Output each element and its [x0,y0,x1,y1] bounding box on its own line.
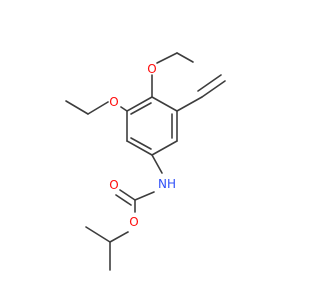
bond-ethyl-top [176,52,194,63]
bond-carbonyl-double-a [119,189,136,201]
ring-bond-c1-c2 [151,96,178,112]
bond-c4-n [151,154,163,174]
bond-n-carbonyl [134,191,155,201]
atom-o-ethoxy-left: O [109,95,118,109]
atom-o-ester: O [129,215,138,229]
bond-carbonyl-double-b [115,194,132,206]
bonds [65,52,226,271]
bond-vinyl-double-b [197,74,222,92]
ring-bond-c6-c1 [126,96,153,112]
ring-bond-c4-c5 [126,140,153,156]
ring-bond-c4-c5-inner [130,137,152,150]
atom-nh: NH [158,177,176,191]
bond-c2-vinyl [176,96,203,112]
molecule-structure-diagram: O O NH O O [65,52,226,271]
bond-o-left-ch2 [87,101,109,115]
atom-o-ethoxy-top: O [147,62,156,76]
bond-ethyl-left [65,100,89,115]
atom-o-carbonyl: O [109,178,118,192]
bond-isopropyl-up [85,226,111,243]
bond-o-top-ch2 [156,52,178,64]
bond-o-ester-ch [109,231,129,243]
ring-bond-c3-c4 [151,140,178,156]
ring-bond-c6-c1-inner [130,102,152,115]
bond-vinyl-double-a [201,80,226,98]
atom-labels: O O NH O O [109,62,176,229]
bond-c6-o-left [120,106,128,112]
